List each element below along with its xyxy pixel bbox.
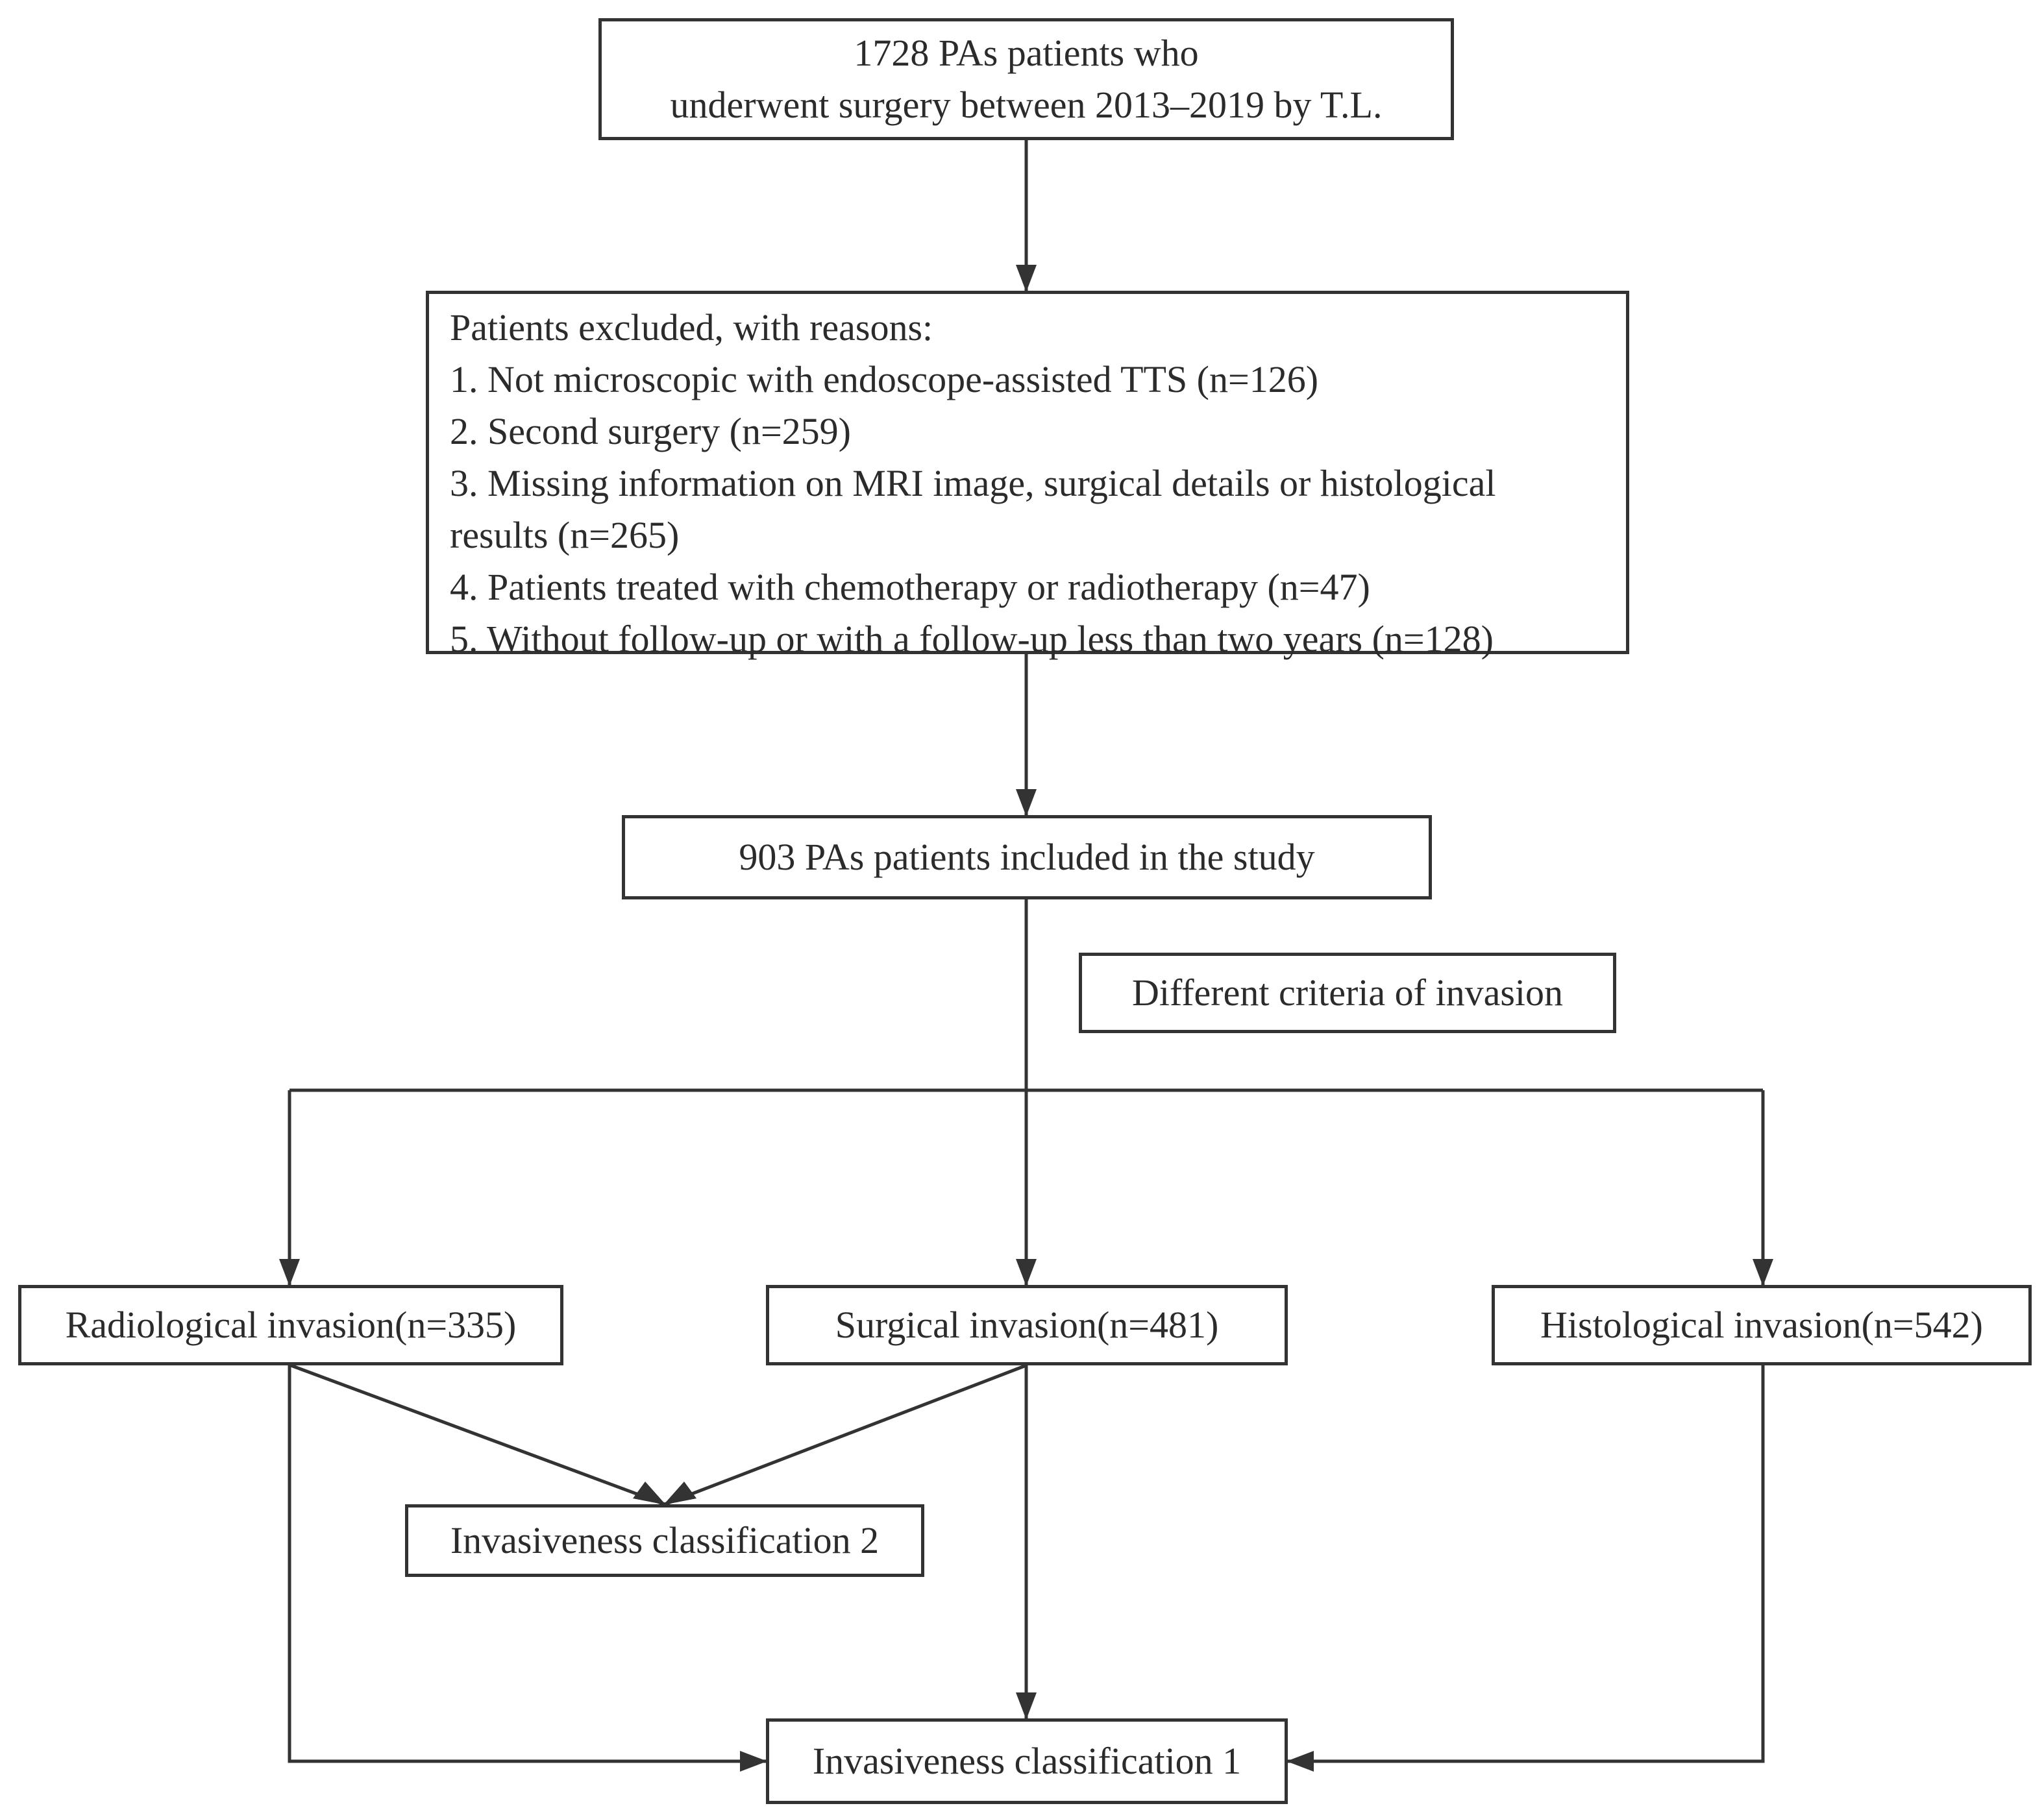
arrowhead-class1-left — [740, 1751, 767, 1772]
arrowhead-class2-right — [663, 1482, 696, 1505]
arrow-radiological-to-class1 — [288, 1365, 766, 1763]
start-line-2: underwent surgery between 2013–2019 by T… — [670, 84, 1383, 126]
excluded-item-4: 4. Patients treated with chemotherapy or… — [450, 566, 1370, 608]
excluded-box: Patients excluded, with reasons: 1. Not … — [426, 291, 1629, 660]
arrowhead-histological — [1753, 1259, 1773, 1286]
arrowhead-class1-top — [1016, 1692, 1037, 1720]
arrowhead-class2-left — [633, 1482, 666, 1505]
histological-invasion-box: Histological invasion(n=542) — [1492, 1285, 2032, 1365]
arrowhead-class1-right — [1287, 1751, 1314, 1772]
arrowhead-surgical — [1016, 1259, 1037, 1286]
invasiveness-classification-2-label: Invasiveness classification 2 — [450, 1519, 880, 1561]
arrow-histological-to-class1 — [1288, 1365, 1765, 1763]
criteria-label: Different criteria of invasion — [1131, 971, 1564, 1014]
arrowheads — [279, 265, 1773, 1772]
excluded-item-3-continued: results (n=265) — [450, 514, 680, 556]
arrowhead-excluded — [1016, 265, 1037, 292]
histological-invasion-label: Histological invasion(n=542) — [1540, 1304, 1983, 1346]
invasiveness-classification-2-box: Invasiveness classification 2 — [405, 1504, 924, 1577]
surgical-invasion-label: Surgical invasion(n=481) — [835, 1304, 1219, 1346]
criteria-box: Different criteria of invasion — [1079, 953, 1616, 1033]
included-label: 903 PAs patients included in the study — [739, 836, 1315, 878]
radiological-invasion-box: Radiological invasion(n=335) — [18, 1285, 563, 1365]
included-box: 903 PAs patients included in the study — [622, 815, 1432, 899]
arrowhead-radiological — [279, 1259, 300, 1286]
excluded-heading: Patients excluded, with reasons: — [450, 306, 933, 348]
start-line-1: 1728 PAs patients who — [854, 32, 1199, 74]
surgical-invasion-box: Surgical invasion(n=481) — [766, 1285, 1288, 1365]
excluded-item-2: 2. Second surgery (n=259) — [450, 410, 851, 452]
invasiveness-classification-1-label: Invasiveness classification 1 — [812, 1740, 1242, 1782]
start-box: 1728 PAs patients who underwent surgery … — [598, 18, 1454, 140]
arrowhead-included — [1016, 789, 1037, 816]
arrow-radiological-to-class2 — [290, 1363, 665, 1506]
excluded-item-5: 5. Without follow-up or with a follow-up… — [450, 618, 1494, 660]
radiological-invasion-label: Radiological invasion(n=335) — [65, 1304, 517, 1346]
excluded-item-1: 1. Not microscopic with endoscope-assist… — [450, 358, 1319, 400]
arrow-surgical-to-class2 — [664, 1363, 1027, 1506]
excluded-item-3: 3. Missing information on MRI image, sur… — [450, 462, 1496, 504]
invasiveness-classification-1-box: Invasiveness classification 1 — [766, 1718, 1288, 1804]
